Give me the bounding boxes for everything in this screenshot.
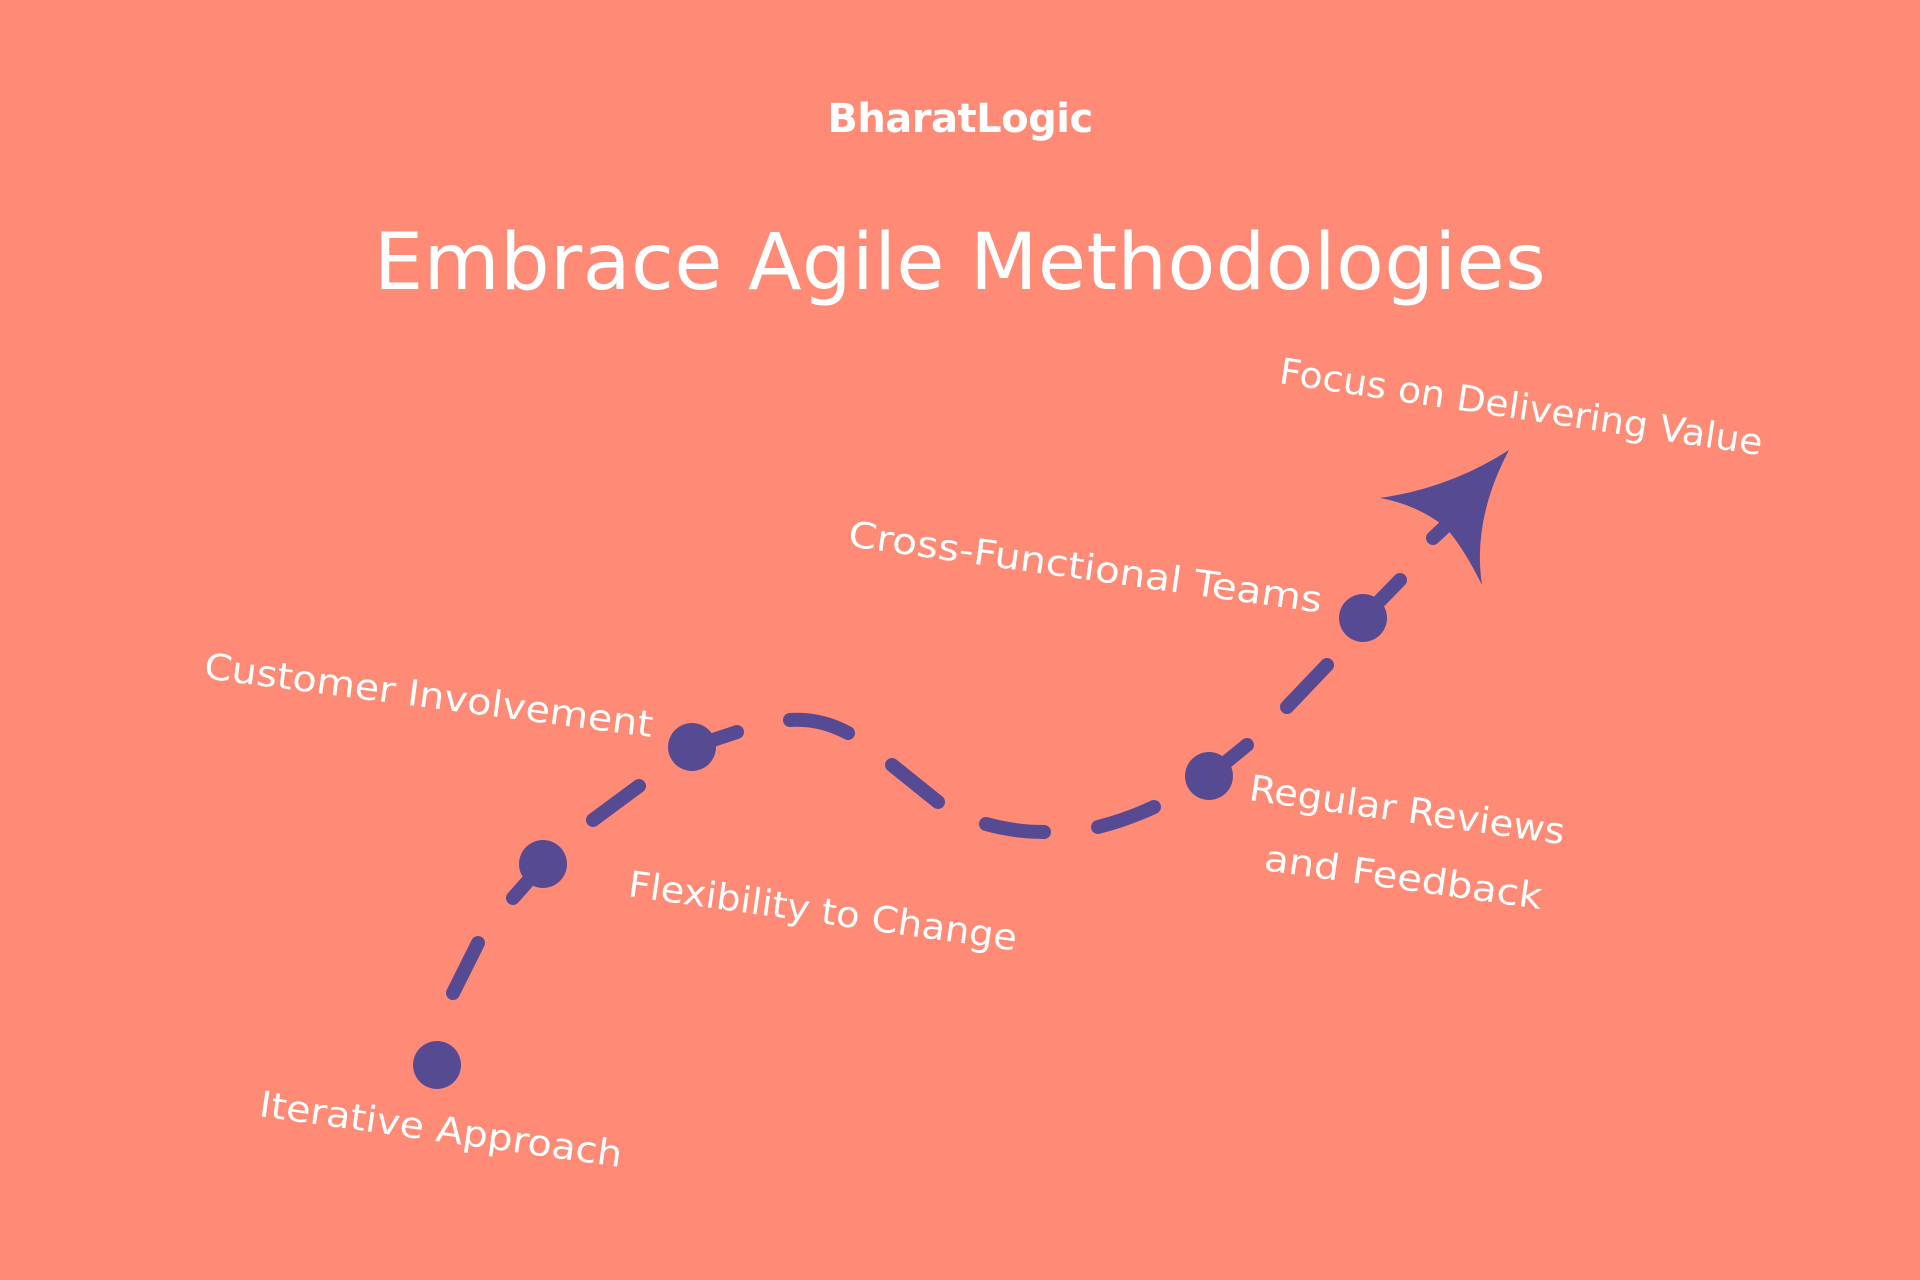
arrowhead-icon xyxy=(1380,450,1509,585)
milestone-dot-iterative-approach xyxy=(413,1041,461,1089)
milestone-dot-customer-involvement xyxy=(668,723,716,771)
step-label-iterative-approach: Iterative Approach xyxy=(257,1084,625,1176)
step-label-focus-on-delivering-value: Focus on Delivering Value xyxy=(1277,351,1766,464)
path-dash xyxy=(979,817,1051,839)
milestone-dot-regular-reviews xyxy=(1185,752,1233,800)
step-label-cross-functional-teams: Cross-Functional Teams xyxy=(846,514,1325,621)
milestone-dot-flexibility-to-change xyxy=(519,840,567,888)
step-label-flexibility-to-change: Flexibility to Change xyxy=(626,864,1020,959)
path-dash xyxy=(885,758,945,809)
dashed-path xyxy=(446,515,1457,1000)
path-dash xyxy=(783,712,855,740)
step-label-regular-reviews: Regular Reviews xyxy=(1247,768,1568,853)
path-dash xyxy=(446,936,485,1000)
brand-logo: BharatLogic xyxy=(827,96,1093,142)
step-label-and-feedback: and Feedback xyxy=(1262,838,1545,918)
page-title: Embrace Agile Methodologies xyxy=(373,218,1547,308)
path-dash xyxy=(1280,658,1334,714)
step-label-customer-involvement: Customer Involvement xyxy=(202,646,655,746)
path-dash xyxy=(586,779,646,827)
milestone-dot-cross-functional-teams xyxy=(1339,594,1387,642)
path-dash xyxy=(1091,800,1161,834)
